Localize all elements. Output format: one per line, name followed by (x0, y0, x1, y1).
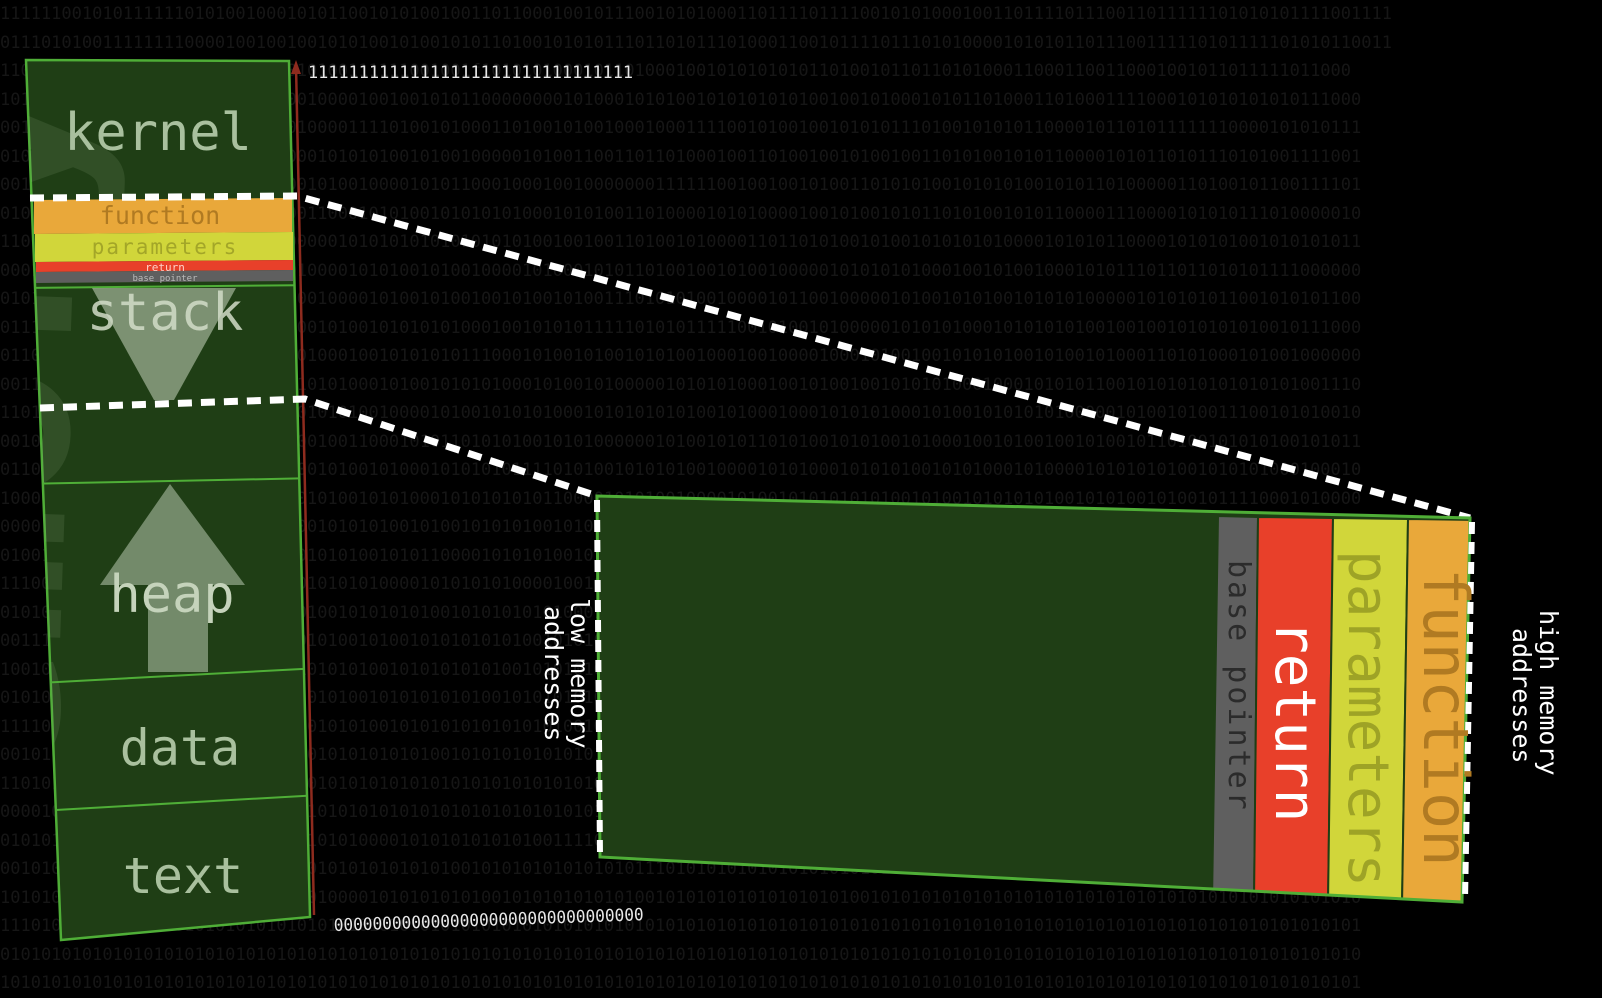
zoomed-stack-frame: base pointer return parameters function (594, 494, 1482, 904)
zoom-base-pointer-label: base pointer (1221, 560, 1256, 813)
segment-label-data: data (120, 719, 240, 777)
segment-label-heap: heap (109, 565, 234, 625)
address-range-line (294, 65, 316, 916)
zoom-parameters-block (1326, 516, 1410, 902)
zoom-frame-outline (595, 494, 1472, 904)
high-address-bits: 11111111111111111111111111111111 (308, 63, 633, 83)
zoom-function-block (1400, 517, 1470, 902)
zoom-base-pointer-block (1210, 514, 1260, 902)
segment-divider (26, 477, 310, 485)
zoom-return-label: return (1262, 620, 1327, 822)
high-memory-label: high memory addresses (1507, 610, 1563, 776)
zoom-right-dashed-edge (1462, 521, 1475, 901)
segment-divider (26, 794, 310, 813)
heap-growth-arrow (100, 484, 245, 672)
low-memory-label-line1: low memory (565, 598, 594, 749)
zoom-callout-lines (29, 192, 1471, 522)
zoom-function-label: function (1409, 568, 1482, 867)
stack-growth-arrow (92, 288, 236, 400)
low-memory-label: low memory addresses (539, 598, 594, 749)
memory-column: memory function parameters return base p… (24, 58, 316, 942)
zoom-return-block (1252, 515, 1335, 902)
segment-divider (26, 667, 310, 685)
high-memory-label-line2: addresses (1507, 628, 1536, 763)
low-address-bits: 00000000000000000000000000000000 (333, 905, 644, 936)
segment-label-text: text (123, 847, 243, 905)
segment-divider (26, 284, 310, 289)
high-memory-label-line1: high memory (1534, 610, 1563, 776)
segment-label-stack: stack (87, 283, 244, 343)
mini-parameters-label: parameters (92, 235, 238, 259)
mini-parameters-block (35, 232, 293, 262)
segment-label-kernel: kernel (64, 103, 252, 163)
address-range-arrowhead (291, 60, 301, 74)
mini-base-pointer-block (36, 270, 293, 283)
mini-function-label: function (100, 201, 220, 230)
mini-function-block (34, 198, 292, 234)
mini-return-label: return (145, 261, 185, 274)
zoom-parameters-label: parameters (1335, 550, 1400, 887)
zoom-line-bottom (39, 395, 599, 500)
low-memory-label-line2: addresses (539, 606, 568, 741)
mini-return-block (36, 260, 293, 272)
mini-base-pointer-label: base pointer (132, 274, 198, 284)
